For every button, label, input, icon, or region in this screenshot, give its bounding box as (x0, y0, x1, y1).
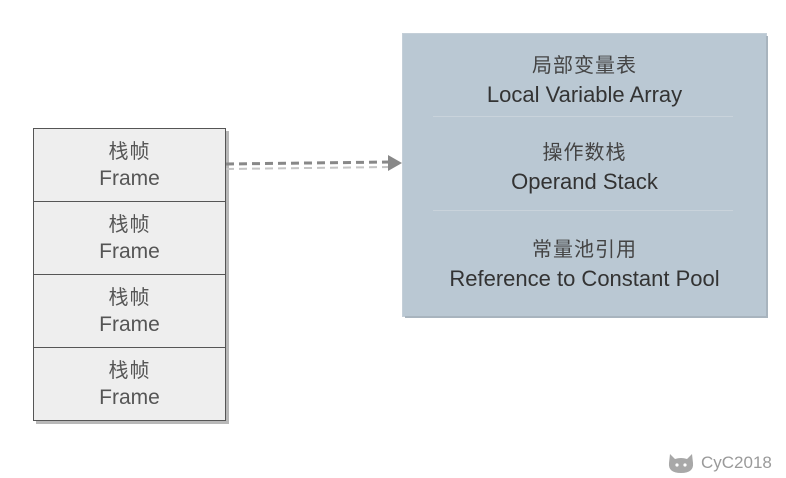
frame-label-zh: 栈帧 (108, 139, 151, 163)
constant-pool-reference-zh: 常量池引用 (532, 237, 637, 261)
constant-pool-reference-en: Reference to Constant Pool (449, 266, 720, 291)
frame-stack: 栈帧 Frame 栈帧 Frame 栈帧 Frame 栈帧 Frame (33, 128, 226, 421)
operand-stack: 操作数栈 Operand Stack (403, 137, 766, 197)
watermark-text: CyC2018 (701, 453, 772, 472)
frame-label-zh: 栈帧 (108, 358, 151, 382)
stack-frame-1: 栈帧 Frame (33, 128, 226, 202)
constant-pool-reference: 常量池引用 Reference to Constant Pool (403, 234, 766, 294)
stack-frame-4: 栈帧 Frame (33, 347, 226, 421)
watermark: CyC2018 (667, 451, 772, 475)
operand-stack-zh: 操作数栈 (542, 140, 627, 164)
arrow-line-lower (226, 166, 393, 170)
stack-frame-2: 栈帧 Frame (33, 201, 226, 275)
frame-label-en: Frame (99, 313, 160, 336)
local-variable-array-en: Local Variable Array (486, 82, 683, 107)
operand-stack-en: Operand Stack (511, 169, 658, 194)
section-divider (433, 210, 733, 211)
local-variable-array-zh: 局部变量表 (532, 53, 637, 77)
frame-label-en: Frame (99, 386, 160, 409)
frame-label-zh: 栈帧 (108, 212, 151, 236)
local-variable-array: 局部变量表 Local Variable Array (403, 50, 766, 110)
dashed-arrow (226, 155, 402, 171)
arrowhead (388, 155, 402, 171)
frame-detail-panel: 局部变量表 Local Variable Array 操作数栈 Operand … (403, 34, 766, 316)
frame-label-en: Frame (99, 240, 160, 263)
section-divider (433, 116, 733, 117)
frame-label-zh: 栈帧 (108, 285, 151, 309)
stack-frame-3: 栈帧 Frame (33, 274, 226, 348)
frame-label-en: Frame (99, 167, 160, 190)
github-cat-icon (668, 454, 694, 473)
arrow-line-upper (226, 160, 393, 166)
